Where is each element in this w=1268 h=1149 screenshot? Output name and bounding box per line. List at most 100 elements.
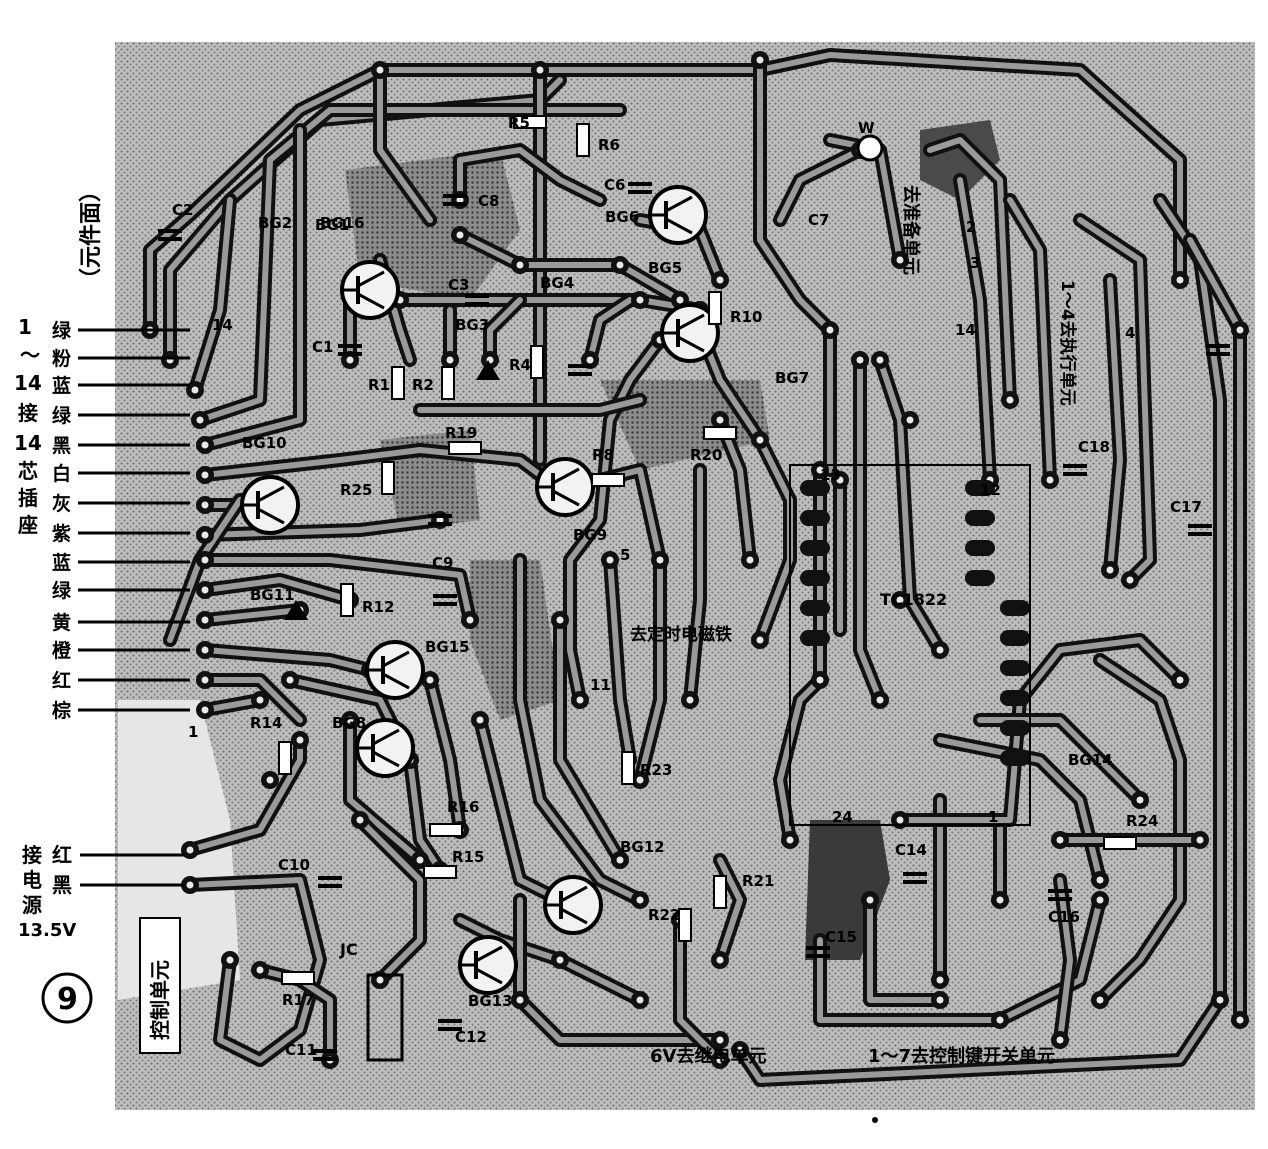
- pad-hole: [616, 856, 624, 864]
- trace-center: [1007, 197, 1053, 483]
- component-label-bg1: BG1: [315, 216, 349, 234]
- capacitor: [1206, 344, 1230, 356]
- power-color-red: 红: [52, 843, 72, 867]
- relay-jc: [366, 973, 404, 1062]
- pad-hole: [426, 676, 434, 684]
- capacitor: [433, 594, 457, 606]
- pad-hole: [1126, 576, 1134, 584]
- component-label-bg13: BG13: [468, 992, 513, 1010]
- capacitor: [428, 514, 452, 526]
- pad-hole: [446, 356, 454, 364]
- ic-pin-pad: [1000, 750, 1030, 766]
- resistor-r1: [391, 366, 405, 400]
- capacitor: [443, 194, 467, 206]
- component-label-bg10: BG10: [242, 434, 287, 452]
- component-label-bg9: BG9: [573, 526, 607, 544]
- component-label-bg4: BG4: [540, 274, 574, 292]
- pad-hole: [191, 386, 199, 394]
- component-label-r6: R6: [598, 136, 620, 154]
- pad-hole: [201, 441, 209, 449]
- pad-hole: [686, 696, 694, 704]
- resistor-r25: [381, 461, 395, 495]
- pad-hole: [1096, 876, 1104, 884]
- trace-center: [877, 357, 943, 653]
- capacitor: [438, 1019, 462, 1031]
- component-label-bg3: BG3: [455, 316, 489, 334]
- capacitor: [903, 872, 927, 884]
- svg-text:芯: 芯: [18, 459, 38, 483]
- pad-hole: [586, 356, 594, 364]
- component-label-bg7: BG7: [775, 369, 809, 387]
- pad-hole: [736, 1046, 744, 1054]
- pad-hole: [866, 896, 874, 904]
- component-label-bg5: BG5: [648, 259, 682, 277]
- resistor-r23: [621, 751, 635, 785]
- trace-center: [927, 137, 1013, 403]
- trace-center: [957, 177, 993, 483]
- pad-hole: [1216, 996, 1224, 1004]
- component-label-bg16: BG16: [320, 214, 365, 232]
- component-label-r4: R4: [509, 356, 531, 374]
- pad-hole: [826, 326, 834, 334]
- pad-hole: [996, 896, 1004, 904]
- potentiometer-w: [856, 134, 884, 162]
- annotation-to-gate: 去准备单元: [900, 185, 922, 275]
- trace-layer: [141, 48, 1249, 1087]
- pin-number: 11: [590, 676, 611, 694]
- pad-hole: [201, 646, 209, 654]
- pad-hole: [466, 616, 474, 624]
- pad-hole: [376, 66, 384, 74]
- trace-center: [487, 297, 523, 363]
- pad-hole: [556, 616, 564, 624]
- pad-hole: [716, 1056, 724, 1064]
- trace-center: [357, 817, 423, 983]
- pad-hole: [201, 471, 209, 479]
- pad-hole: [876, 696, 884, 704]
- pad-hole: [456, 231, 464, 239]
- transistor-bg8: [355, 718, 415, 778]
- pad-hole: [1236, 1016, 1244, 1024]
- component-label-r8: R8: [592, 446, 614, 464]
- component-label-r14: R14: [250, 714, 282, 732]
- pad-hole: [416, 856, 424, 864]
- trace-center: [202, 647, 373, 673]
- transistor-bg12: [543, 875, 603, 935]
- pad-hole: [186, 846, 194, 854]
- wire-color-label: 棕: [52, 699, 71, 722]
- component-label-c1: C1: [312, 338, 333, 356]
- capacitor: [568, 364, 592, 376]
- pad-hole: [256, 966, 264, 974]
- pad-hole: [196, 416, 204, 424]
- trace-center: [202, 127, 303, 448]
- pin-number: 24: [832, 808, 853, 826]
- pad-hole: [256, 696, 264, 704]
- pad-hole: [756, 436, 764, 444]
- svg-text:接: 接: [18, 401, 38, 425]
- ic-pin-pad: [1000, 690, 1030, 706]
- pad-hole: [576, 696, 584, 704]
- ic-label: TC1822: [880, 590, 947, 609]
- ic-pin-pad: [800, 540, 830, 556]
- ic-pin-pad: [1000, 630, 1030, 646]
- pad-hole: [756, 56, 764, 64]
- component-label-r24: R24: [1126, 812, 1158, 830]
- pot-label: W: [858, 119, 875, 137]
- resistor-r14: [278, 741, 292, 775]
- component-label-bg6: BG6: [605, 208, 639, 226]
- pad-hole: [201, 586, 209, 594]
- capacitor: [158, 229, 182, 241]
- pad-hole: [516, 996, 524, 1004]
- component-label-c9: C9: [432, 554, 453, 572]
- pad-hole: [746, 556, 754, 564]
- component-label-r16: R16: [447, 798, 479, 816]
- pad-hole: [1176, 676, 1184, 684]
- left-group-label: 1 ～ 14 接 14 芯 插 座: [14, 315, 42, 537]
- trace-center: [202, 697, 263, 713]
- trace-center: [857, 357, 883, 703]
- component-label-r5: R5: [508, 114, 530, 132]
- pad-hole: [936, 646, 944, 654]
- capacitor: [1063, 464, 1087, 476]
- component-label-c7: C7: [808, 211, 829, 229]
